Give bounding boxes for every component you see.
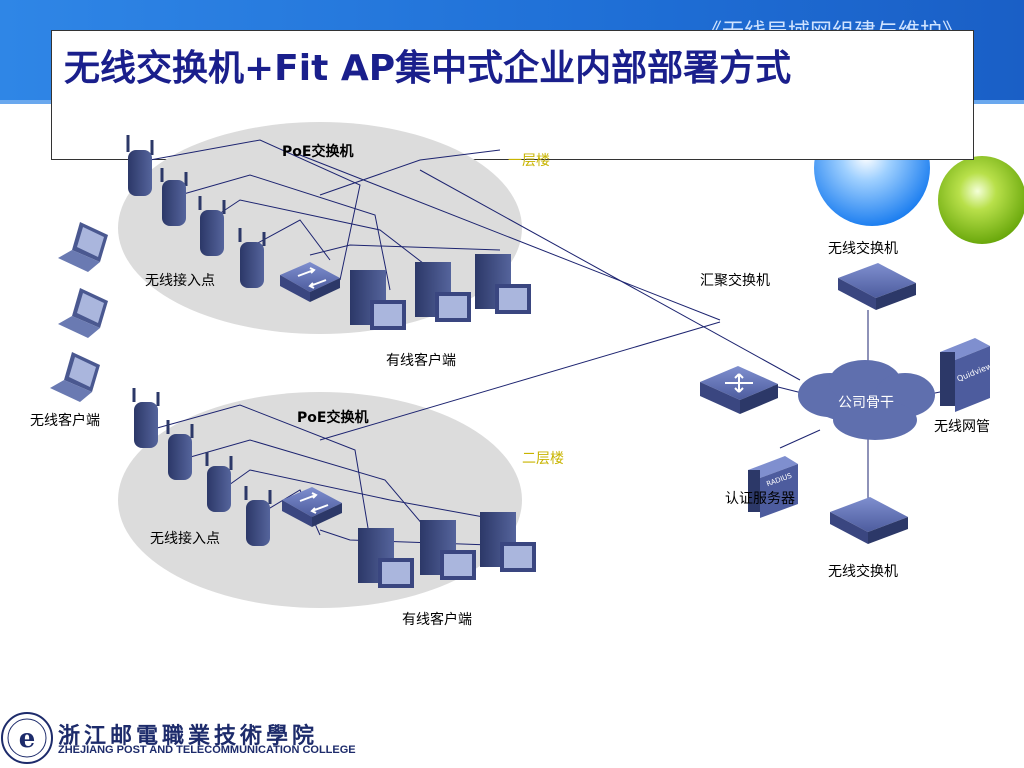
nms-label: 无线网管	[934, 419, 990, 435]
access-point-icon	[160, 168, 188, 226]
pc-icon	[350, 270, 406, 330]
auth-server-label: 认证服务器	[725, 491, 795, 507]
access-point-icon	[126, 135, 154, 196]
college-name-en: ZHEJIANG POST AND TELECOMMUNICATION COLL…	[58, 744, 356, 756]
access-point-icon	[205, 452, 233, 512]
poe-switch-label-floor1: PoE交换机	[282, 144, 354, 160]
laptop-icon	[58, 222, 108, 272]
floor1-label: 一层楼	[508, 153, 550, 169]
college-name-cn: 浙江邮電職業技術學院	[58, 723, 319, 749]
access-point-icon	[238, 228, 266, 288]
pc-icon	[420, 520, 476, 580]
laptop-icon	[58, 288, 108, 338]
poe-switch-icon	[282, 487, 342, 527]
ap-label-floor1: 无线接入点	[145, 273, 215, 289]
wireless-switch-bottom-label: 无线交换机	[828, 564, 898, 580]
wired-client-label-floor1: 有线客户端	[386, 353, 456, 369]
pc-icon	[480, 512, 536, 572]
pc-icon	[475, 254, 531, 314]
wireless-client-label: 无线客户端	[30, 413, 100, 429]
wired-client-label-floor2: 有线客户端	[402, 612, 472, 628]
access-point-icon	[244, 486, 272, 546]
laptop-icon	[50, 352, 100, 402]
pc-icon	[415, 262, 471, 322]
backbone-label: 公司骨干	[838, 395, 894, 411]
page-title: 无线交换机+Fit AP集中式企业内部部署方式	[64, 48, 792, 89]
floor2-label: 二层楼	[522, 451, 564, 467]
wireless-switch-icon	[830, 497, 908, 544]
pc-icon	[358, 528, 414, 588]
connection-lines	[149, 139, 951, 546]
title-box: 无线交换机+Fit AP集中式企业内部部署方式	[51, 30, 974, 160]
aggregation-switch-icon	[700, 366, 778, 414]
svg-text:e: e	[19, 724, 36, 754]
access-point-icon	[198, 196, 226, 256]
ap-label-floor2: 无线接入点	[150, 531, 220, 547]
college-logo: e	[1, 712, 53, 764]
access-point-icon	[132, 388, 160, 448]
access-point-icon	[166, 420, 194, 480]
wireless-switch-icon	[838, 263, 916, 310]
aggregation-switch-label: 汇聚交换机	[700, 273, 770, 289]
poe-switch-icon	[280, 262, 340, 302]
poe-switch-label-floor2: PoE交换机	[297, 410, 369, 426]
server-icon	[940, 338, 990, 412]
decor-ball-green	[938, 156, 1024, 244]
cloud-icon	[798, 360, 935, 440]
server-icon	[748, 456, 798, 518]
wireless-switch-top-label: 无线交换机	[828, 241, 898, 257]
